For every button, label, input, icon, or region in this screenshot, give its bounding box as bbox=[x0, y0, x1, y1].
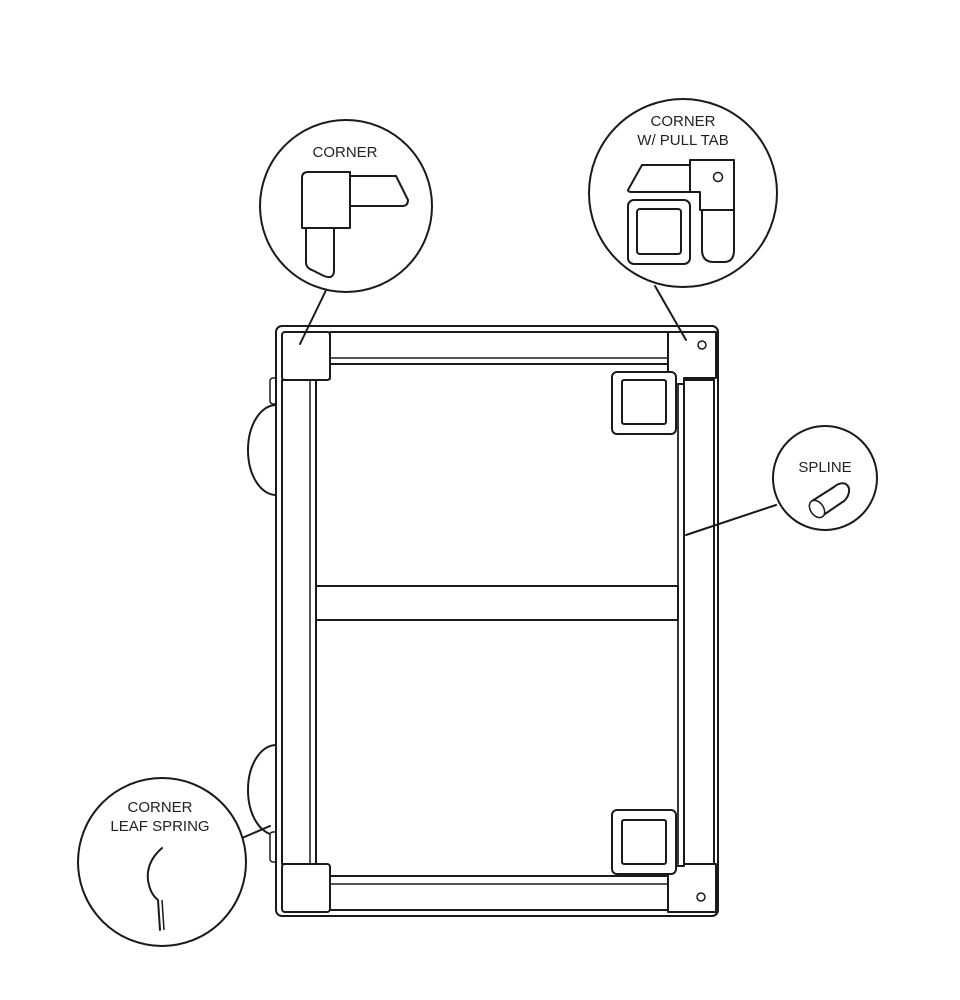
callout-corner-leaf-spring-line1: CORNER bbox=[127, 799, 192, 816]
cross-bar bbox=[315, 585, 679, 621]
pull-tab-window-top bbox=[611, 371, 677, 435]
callout-corner-pull-tab-line2: W/ PULL TAB bbox=[637, 132, 728, 149]
leader-corner bbox=[299, 281, 331, 345]
pull-tab-hole-top bbox=[697, 340, 707, 350]
leader-corner-leaf-spring bbox=[241, 825, 271, 839]
callout-corner-leaf-spring: CORNER LEAF SPRING bbox=[77, 777, 247, 947]
corner-bottom-left bbox=[281, 863, 331, 913]
corner-piece-icon bbox=[301, 171, 409, 279]
pull-tab-window-bottom-inner bbox=[621, 819, 667, 865]
leaf-spring-bump-top bbox=[247, 404, 277, 496]
leaf-spring-bump-bottom bbox=[247, 744, 277, 836]
callout-corner-label: CORNER bbox=[312, 144, 377, 161]
callout-corner: CORNER bbox=[259, 119, 433, 293]
screen-frame bbox=[247, 325, 719, 917]
callout-spline-circle bbox=[772, 425, 878, 531]
leaf-spring-icon bbox=[146, 847, 165, 931]
callout-corner-pull-tab-line1: CORNER bbox=[650, 113, 715, 130]
pull-tab-window-bottom bbox=[611, 809, 677, 875]
leader-spline bbox=[685, 504, 777, 536]
callout-corner-pull-tab: CORNER W/ PULL TAB bbox=[588, 98, 778, 288]
leader-corner-pull-tab bbox=[654, 285, 687, 341]
pull-tab-window-top-inner bbox=[621, 379, 667, 425]
callout-corner-leaf-spring-line2: LEAF SPRING bbox=[110, 818, 209, 835]
pull-tab-hole-bottom bbox=[696, 892, 706, 902]
spline-icon bbox=[808, 482, 851, 519]
pull-tab-corner-icon bbox=[627, 159, 735, 265]
callout-spline-label: SPLINE bbox=[798, 459, 851, 476]
callout-corner-leaf-spring-circle bbox=[77, 777, 247, 947]
callout-spline: SPLINE bbox=[772, 425, 878, 531]
corner-top-left bbox=[281, 331, 331, 381]
